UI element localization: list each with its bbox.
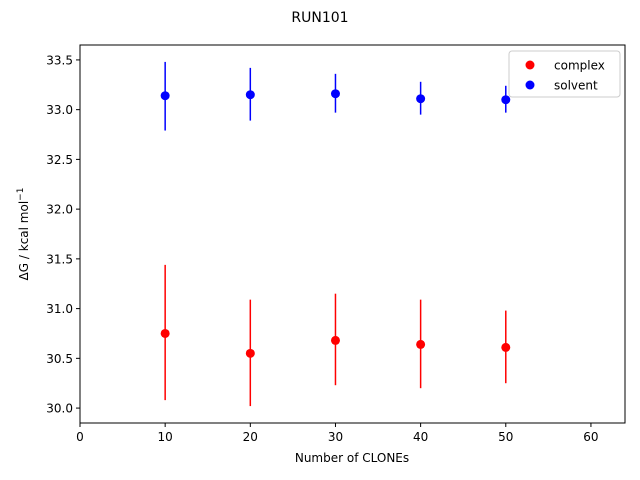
data-point-complex — [501, 342, 511, 352]
y-tick-label: 32.0 — [46, 203, 73, 217]
plot-area — [79, 44, 626, 424]
x-tick-label: 10 — [158, 430, 173, 444]
data-series — [160, 61, 511, 407]
y-axis-label: ΔG / kcal mol−1 — [16, 188, 31, 281]
legend: complex solvent — [508, 50, 621, 98]
legend-box — [508, 50, 621, 98]
data-point-solvent — [501, 95, 511, 105]
x-axis-label: Number of CLONEs — [295, 451, 409, 465]
data-point-solvent — [245, 90, 255, 100]
y-axis: 30.0 30.5 31.0 31.5 32.0 32.5 33.0 33.5 — [46, 53, 80, 416]
y-tick-label: 33.5 — [46, 53, 73, 67]
y-axis-label-main: ΔG / kcal mol — [17, 201, 31, 281]
data-point-solvent — [160, 91, 170, 101]
y-tick-label: 33.0 — [46, 103, 73, 117]
y-tick-label: 30.0 — [46, 402, 73, 416]
data-point-solvent — [330, 89, 340, 99]
data-point-complex — [416, 339, 426, 349]
x-tick-label: 30 — [328, 430, 343, 444]
chart-title: RUN101 — [291, 10, 348, 26]
legend-label-solvent: solvent — [554, 79, 598, 93]
x-tick-label: 60 — [583, 430, 598, 444]
legend-marker-solvent — [525, 80, 535, 90]
legend-marker-complex — [525, 60, 535, 70]
x-tick-label: 50 — [498, 430, 513, 444]
legend-label-complex: complex — [554, 59, 605, 73]
y-axis-label-superscript: −1 — [16, 188, 26, 201]
x-tick-label: 40 — [413, 430, 428, 444]
data-point-complex — [330, 335, 340, 345]
y-tick-label: 31.0 — [46, 302, 73, 316]
y-tick-label: 30.5 — [46, 352, 73, 366]
x-tick-label: 0 — [76, 430, 84, 444]
x-axis: 0 10 20 30 40 50 60 — [76, 423, 599, 444]
y-tick-label: 32.5 — [46, 153, 73, 167]
x-tick-label: 20 — [243, 430, 258, 444]
data-point-complex — [245, 348, 255, 358]
y-tick-label: 31.5 — [46, 252, 73, 266]
data-point-complex — [160, 328, 170, 338]
data-point-solvent — [416, 94, 426, 104]
